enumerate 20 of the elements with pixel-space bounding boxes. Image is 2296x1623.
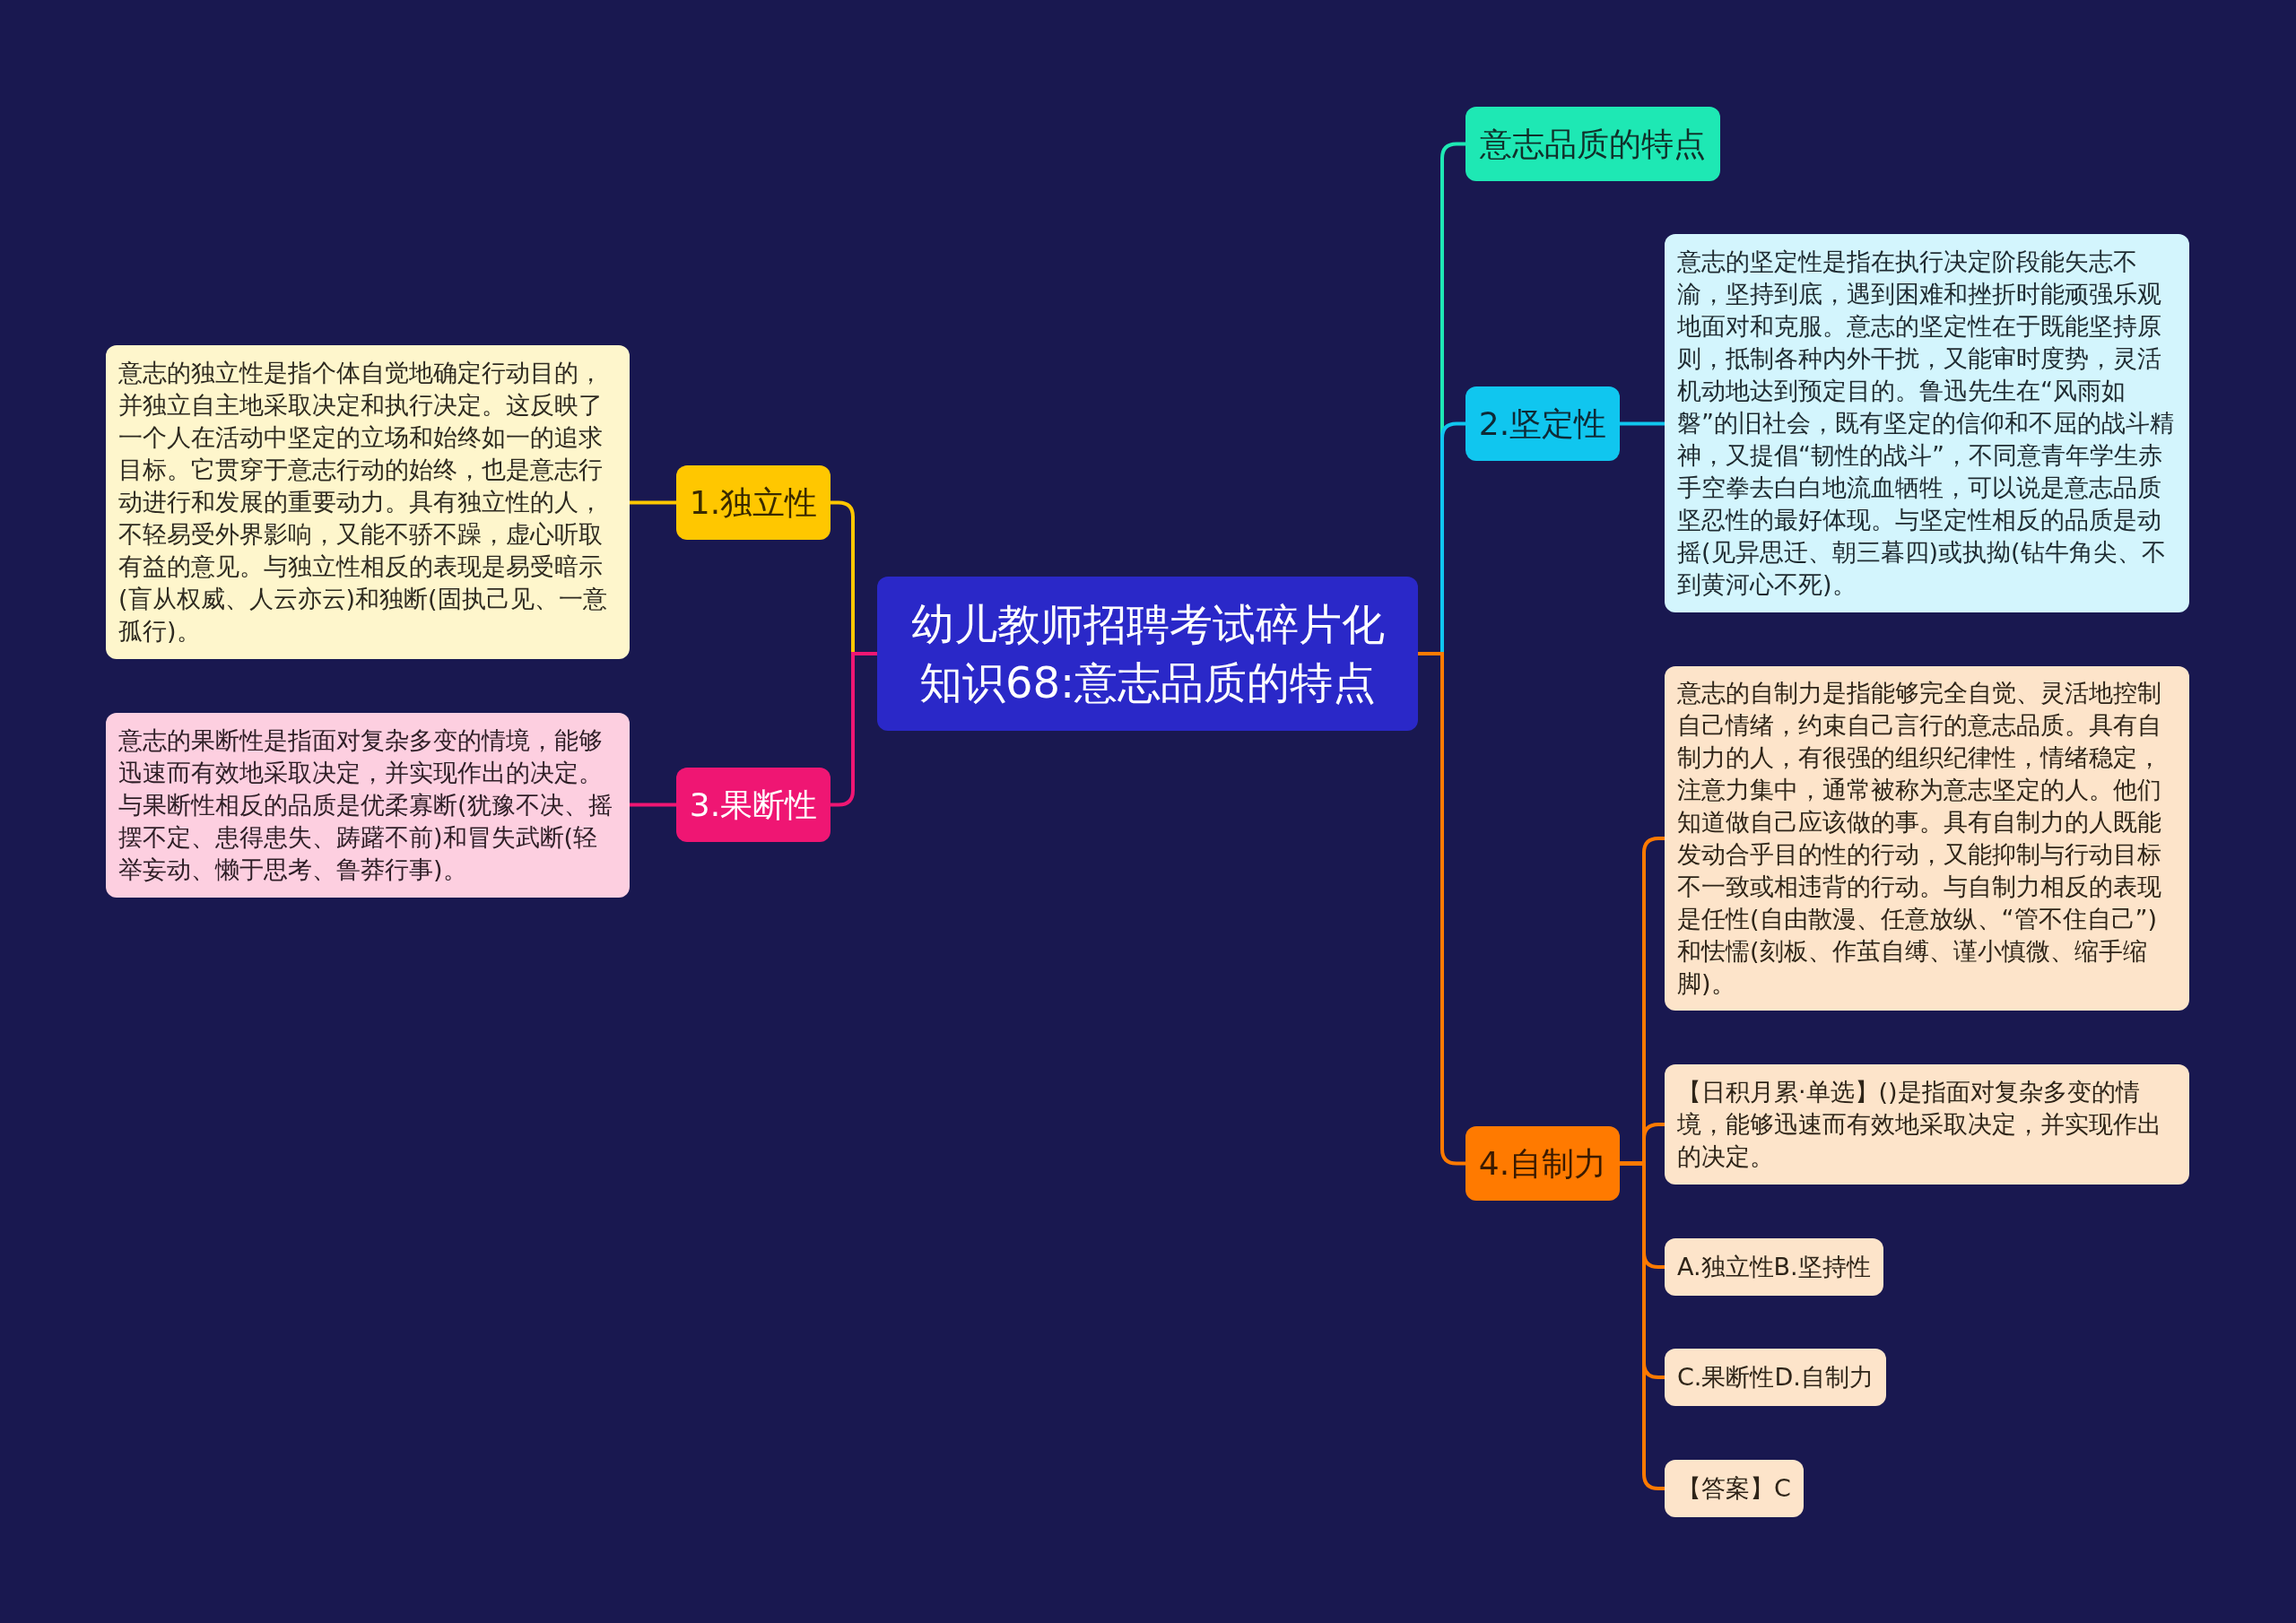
note-box: 意志的果断性是指面对复杂多变的情境，能够迅速而有效地采取决定，并实现作出的决定。与果断性相反的品质是优柔寡断(犹豫不决、摇摆不定、患得患失、踌躇不前)和冒失武断(轻举妄动、懒于思考、鲁莽行事)。: [106, 713, 630, 898]
note-box: 意志的独立性是指个体自觉地确定行动目的，并独立自主地采取决定和执行决定。这反映了一个人在活动中坚定的立场和始终如一的追求目标。它贯穿于意志行动的始终，也是意志行动进行和发展的重要动力。具有独立性的人，不轻易受外界影响，又能不骄不躁，虚心听取有益的意见。与独立性相反的表现是易受暗示(盲从权威、人云亦云)和独断(固执己见、一意孤行)。: [106, 345, 630, 659]
note-box: 意志的自制力是指能够完全自觉、灵活地控制自己情绪，约束自己言行的意志品质。具有自制力的人，有很强的组织纪律性，情绪稳定，注意力集中，通常被称为意志坚定的人。他们知道做自己应该做的事。具有自制力的人既能发动合乎目的性的行动，又能抑制与行动目标不一致或相违背的行动。与自制力相反的表现是任性(自由散漫、任意放纵、“管不住自己”)和怯懦(刻板、作茧自缚、谨小慎微、缩手缩脚)。: [1665, 666, 2189, 1011]
connector-line: [1418, 652, 1465, 1166]
central-topic-box: 幼儿教师招聘考试碎片化知识68:意志品质的特点: [877, 577, 1418, 731]
connector-line: [1620, 1161, 1665, 1490]
connector-line: [1620, 421, 1665, 426]
topic-box: 4.自制力: [1465, 1126, 1620, 1201]
topic-box: 2.坚定性: [1465, 386, 1620, 461]
connector-line: [630, 803, 676, 807]
connector-line: [831, 652, 877, 807]
note-box: 【日积月累·单选】()是指面对复杂多变的情境，能够迅速而有效地采取决定，并实现作出的决定。: [1665, 1064, 2189, 1185]
topic-box: 意志品质的特点: [1465, 107, 1720, 181]
answer-option-box: C.果断性D.自制力: [1665, 1349, 1886, 1406]
topic-box: 3.果断性: [676, 768, 831, 842]
topic-box: 1.独立性: [676, 465, 831, 540]
note-box: 意志的坚定性是指在执行决定阶段能矢志不渝，坚持到底，遇到困难和挫折时能顽强乐观地面对和克服。意志的坚定性在于既能坚持原则，抵制各种内外干扰，又能审时度势，灵活机动地达到预定目的。鲁迅先生在“风雨如磐”的旧社会，既有坚定的信仰和不屈的战斗精神，又提倡“韧性的战斗”，不同意青年学生赤手空拳去白白地流血牺牲，可以说是意志品质坚忍性的最好体现。与坚定性相反的品质是动摇(见异思迁、朝三暮四)或执拗(钻牛角尖、不到黄河心不死)。: [1665, 234, 2189, 612]
connector-line: [630, 500, 676, 505]
answer-option-box: 【答案】C: [1665, 1460, 1804, 1517]
answer-option-box: A.独立性B.坚持性: [1665, 1238, 1883, 1296]
